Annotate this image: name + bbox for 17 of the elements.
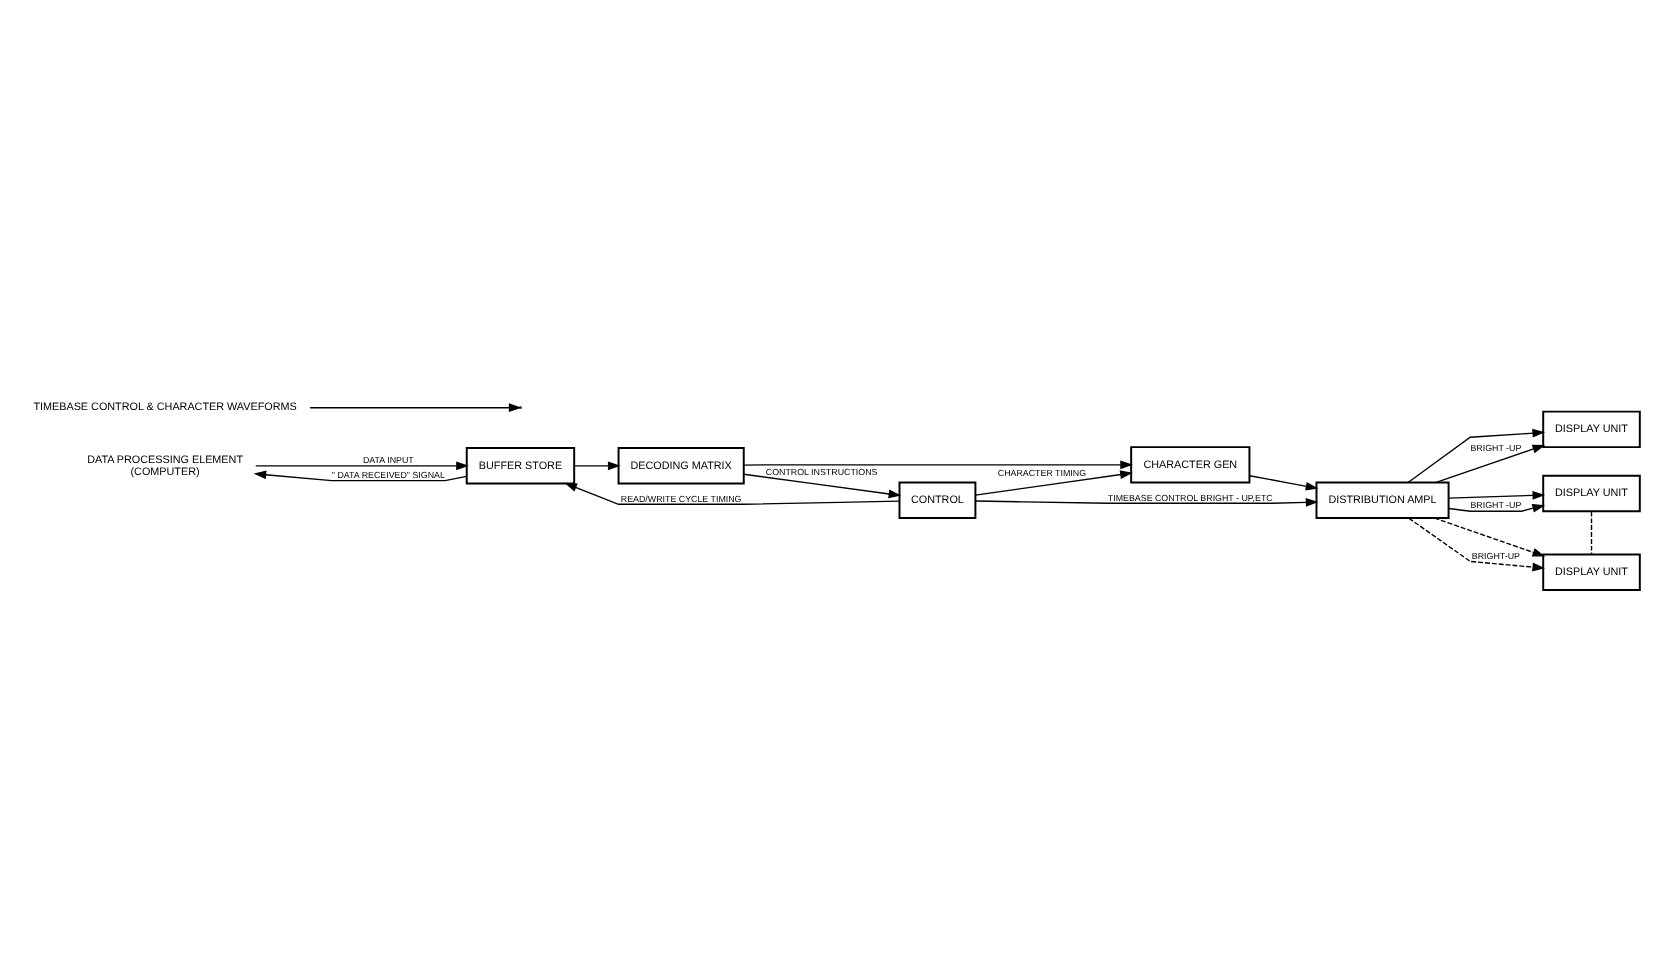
arrow [253,469,468,481]
arrow [573,460,621,470]
arrow [743,459,1133,469]
arrow [564,481,900,504]
arrow [1448,503,1545,512]
arrow [1407,427,1546,483]
arrow [255,460,469,470]
arrow [974,469,1133,495]
arrow [1434,443,1546,483]
arrow [1448,489,1546,499]
connector [1590,509,1593,555]
arrow [1249,474,1319,490]
arrow [1434,516,1546,556]
arrow [1408,516,1546,571]
arrow [743,472,902,498]
arrow [309,402,522,412]
arrow [975,496,1319,506]
